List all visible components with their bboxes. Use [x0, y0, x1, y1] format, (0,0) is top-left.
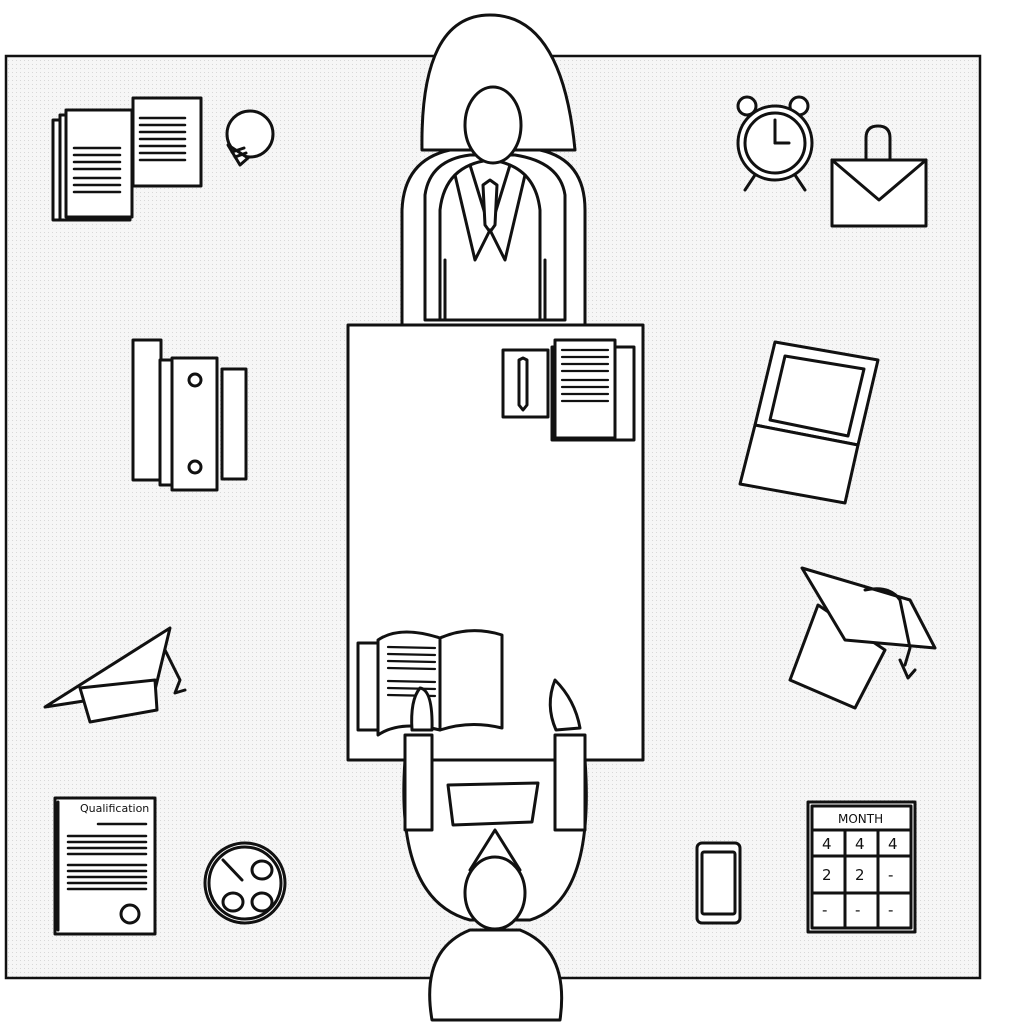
- calendar-icon: [806, 800, 917, 934]
- lightbulb-icon: [225, 109, 275, 167]
- calendar-cell: -: [888, 866, 893, 884]
- calendar-cell: -: [822, 901, 827, 919]
- alarm-clock-icon: [736, 95, 814, 192]
- document-stack-icon: [51, 96, 203, 222]
- calendar-cell: -: [855, 901, 860, 919]
- calendar-cell: 2: [855, 866, 865, 884]
- calendar-cell: 4: [888, 835, 898, 853]
- graduation-cap-right-icon: [788, 566, 937, 710]
- binders-icon: [131, 338, 248, 492]
- calendar-cell: 4: [822, 835, 832, 853]
- envelope-icon: [830, 124, 928, 228]
- document-title: Qualification: [80, 802, 149, 815]
- smartphone-icon: [695, 841, 742, 925]
- graduation-cap-left-icon: [43, 626, 187, 724]
- calendar-cell: 4: [855, 835, 865, 853]
- laptop-icon: [738, 340, 880, 505]
- coin-plate-icon: [203, 841, 287, 925]
- notes-on-desk: [501, 338, 636, 442]
- interviewer: [400, 13, 587, 327]
- qualification-document-icon: [53, 796, 157, 936]
- calendar-header: MONTH: [838, 812, 883, 826]
- calendar-cell: -: [888, 901, 893, 919]
- candidate: [402, 678, 588, 1022]
- calendar-cell: 2: [822, 866, 832, 884]
